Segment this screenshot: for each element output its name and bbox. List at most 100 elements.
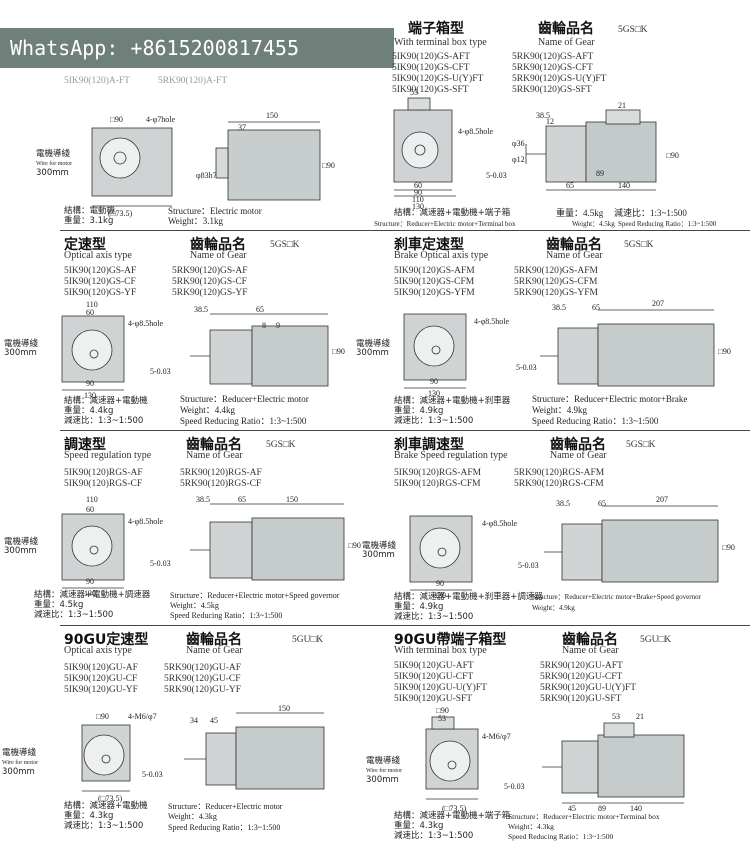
spec-weight-en: Weight：4.4kg bbox=[180, 405, 236, 415]
separator bbox=[60, 230, 750, 231]
spec-weight-en: Weight：4.9kg bbox=[532, 405, 588, 415]
gear-name-en: Name of Gear bbox=[190, 250, 247, 261]
spec-structure-cn: 結構：減速器+電動機 bbox=[64, 801, 148, 811]
section-terminal-box: 端子箱型 With terminal box type 齒輪品名 Name of… bbox=[374, 0, 750, 230]
wire-length: 300mm bbox=[36, 168, 69, 178]
spec-weight-en: Weight：4.5kg bbox=[170, 601, 219, 610]
spec-structure-en: Structure：Reducer+Electric motor+Termina… bbox=[508, 812, 660, 821]
dim-label: 38.5 bbox=[536, 111, 550, 120]
wire-length: 300mm bbox=[2, 767, 35, 777]
dim-label: 65 bbox=[238, 495, 246, 504]
gear-motor-drawing: 110 60 4-φ8.5hole 38.5 65 8 9 90 130 □90… bbox=[61, 300, 345, 400]
section-title: 刹車定速型 bbox=[394, 237, 464, 253]
dim-label: □90 bbox=[96, 712, 109, 721]
spec-ratio-en: Speed Reducing Ratio：1:3~1:500 bbox=[508, 832, 614, 841]
dim-label: 65 bbox=[598, 499, 606, 508]
dim-label: 4-M6/φ7 bbox=[128, 712, 157, 721]
gear-code: 5GS□K bbox=[618, 25, 648, 35]
wire-length: 300mm bbox=[4, 348, 37, 358]
model-list-right: 5RK90(120)GU-AFT 5RK90(120)GU-CFT 5RK90(… bbox=[540, 661, 637, 704]
model-list-right: 5RK90(120)RGS-AF 5RK90(120)RGS-CF bbox=[180, 468, 262, 489]
dim-label: 38.5 bbox=[196, 495, 210, 504]
gear-code: 5GS□K bbox=[624, 240, 654, 250]
section-title: 定速型 bbox=[64, 237, 106, 253]
dim-label: 5-0.03 bbox=[518, 561, 539, 570]
terminal-box-drawing: 53 38.5 21 12 5-0.03 60 90 110 130 65 89… bbox=[393, 88, 679, 211]
dim-label: □90 bbox=[332, 347, 345, 356]
dim-label: 9 bbox=[276, 321, 280, 330]
gear-motor-drawing: □90 4-M6/φ7 34 45 150 (□73.5) 5-0.03 bbox=[81, 704, 325, 803]
dim-label: □90 bbox=[722, 543, 735, 552]
spec-structure-cn: 結構：減速器+電動機+刹車器+調速器 bbox=[394, 592, 543, 602]
spec-structure-en: Structure：Electric motor bbox=[168, 206, 262, 216]
dim-label: 53 bbox=[612, 712, 620, 721]
gear-motor-drawing: 4-φ8.5hole 38.5 65 207 90 130 □90 5-0.03 bbox=[403, 299, 731, 398]
dim-label: □90 bbox=[718, 347, 731, 356]
dim-label: (□73.5) bbox=[98, 794, 122, 803]
dim-label: 110 bbox=[86, 300, 98, 309]
gear-code: 5GS□K bbox=[266, 440, 296, 450]
wire-cn: 電機導綫 bbox=[4, 537, 39, 547]
wire-cn: 電機導綫 bbox=[356, 339, 391, 349]
wire-length: 300mm bbox=[366, 775, 399, 785]
dim-label: (□73.5) bbox=[442, 804, 466, 813]
separator bbox=[60, 625, 750, 626]
dim-label: 65 bbox=[592, 303, 600, 312]
spec-weight-cn: 重量：4.9kg bbox=[394, 602, 444, 612]
section-brake-speed: 刹車調速型 Brake Speed regulation type 齒輪品名 N… bbox=[362, 430, 750, 625]
section-title: 端子箱型 bbox=[408, 21, 464, 37]
spec-structure-cn: 結構：減速器+電動機+端子箱 bbox=[394, 811, 511, 821]
dim-label: 34 bbox=[190, 716, 198, 725]
gear-name-en: Name of Gear bbox=[538, 37, 595, 48]
dim-label: 130 bbox=[84, 391, 96, 400]
wire-label: 電機導綫 300mm bbox=[4, 340, 38, 358]
section-title: 90GU帶端子箱型 bbox=[394, 632, 507, 648]
gear-motor-drawing: □90 53 4-M6/φ7 53 21 45 89 140 (□73.5) 5… bbox=[425, 706, 685, 813]
wire-cn: 電機導綫 bbox=[4, 339, 39, 349]
section-title: 90GU定速型 bbox=[64, 632, 149, 648]
gear-name-label: 齒輪品名 bbox=[190, 237, 246, 253]
gear-name-en: Name of Gear bbox=[546, 250, 603, 261]
gear-code: 5GS□K bbox=[626, 440, 656, 450]
model-list-left: 5IK90(120)GU-AF 5IK90(120)GU-CF 5IK90(12… bbox=[64, 663, 138, 695]
dim-label: (□73.5) bbox=[108, 209, 132, 218]
section-title: 調速型 bbox=[64, 437, 106, 453]
whatsapp-watermark: WhatsApp: +8615200817455 bbox=[0, 28, 394, 68]
dim-label: 130 bbox=[434, 591, 446, 600]
section-brake-optical: 刹車定速型 Brake Optical axis type 齒輪品名 Name … bbox=[356, 230, 750, 430]
spec-weight-en: Weight：3.1kg bbox=[168, 216, 224, 226]
section-speed-regulation: 調速型 Speed regulation type 齒輪品名 Name of G… bbox=[0, 430, 386, 625]
model-list-left: 5IK90(120)RGS-AFM 5IK90(120)RGS-CFM bbox=[394, 468, 482, 489]
wire-label: 電機導綫 300mm bbox=[4, 538, 38, 556]
gear-motor-drawing: 4-φ8.5hole 38.5 65 207 90 130 □90 5-0.03 bbox=[409, 495, 735, 600]
gear-name-en: Name of Gear bbox=[550, 450, 607, 461]
model-list-left: 5IK90(120)RGS-AF 5IK90(120)RGS-CF bbox=[64, 468, 143, 489]
dim-label: 53 bbox=[438, 714, 446, 723]
section-subtitle: Optical axis type bbox=[64, 645, 132, 656]
dim-label: 5-0.03 bbox=[486, 171, 507, 180]
section-subtitle: Brake Speed regulation type bbox=[394, 450, 508, 461]
dim-label: 150 bbox=[278, 704, 290, 713]
dim-label: 130 bbox=[428, 389, 440, 398]
model-list-right: 5RK90(120)GS-AFT 5RK90(120)GS-CFT 5RK90(… bbox=[512, 52, 607, 95]
motor-drawing: □90 4-φ7hole 37 150 φ83h7 □90 (□73.5) bbox=[91, 111, 335, 218]
dim-label: 110 bbox=[412, 195, 424, 204]
separator bbox=[60, 430, 750, 431]
dim-label: 207 bbox=[652, 299, 664, 308]
wire-en: Wire for motor bbox=[36, 161, 73, 167]
gear-name-label: 齒輪品名 bbox=[546, 237, 602, 253]
dim-label: □90 bbox=[110, 115, 123, 124]
dim-label: 140 bbox=[618, 181, 630, 190]
spec-weight-cn: 重量：4.9kg bbox=[394, 406, 444, 416]
gear-name-label: 齒輪品名 bbox=[186, 632, 242, 648]
spec-weight-en: Weight：4.3kg bbox=[508, 822, 554, 831]
spec-weight-en: Weight：4.5kg bbox=[572, 220, 615, 228]
dim-label: 4-φ8.5hole bbox=[482, 519, 518, 528]
dim-label: 45 bbox=[568, 804, 576, 813]
spec-weight-cn: 重量：4.5kg bbox=[556, 208, 604, 218]
wire-label: 電機導綫 Wire for motor 300mm bbox=[36, 150, 72, 178]
model-list-left: 5IK90(120)GU-AFT 5IK90(120)GU-CFT 5IK90(… bbox=[394, 661, 487, 704]
dim-label: 130 bbox=[84, 589, 96, 598]
dim-label: 4-φ8.5hole bbox=[128, 319, 164, 328]
spec-ratio-cn: 減速比：1:3~1:500 bbox=[394, 612, 474, 622]
